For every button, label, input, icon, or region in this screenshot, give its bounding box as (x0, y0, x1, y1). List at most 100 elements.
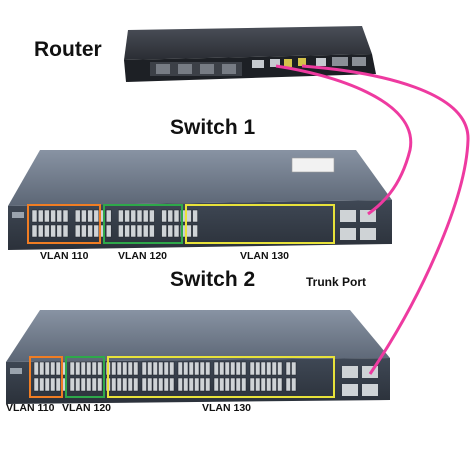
ethernet-port (136, 224, 143, 238)
ethernet-port (86, 361, 92, 376)
ethernet-port (167, 224, 174, 238)
ethernet-port (56, 224, 63, 238)
ethernet-port (235, 361, 241, 376)
ethernet-port (93, 224, 100, 238)
ethernet-port (91, 377, 97, 392)
router-port (252, 60, 264, 68)
ethernet-port (93, 209, 100, 223)
ethernet-port (285, 377, 291, 392)
switch2-logo (10, 368, 22, 374)
ethernet-port (97, 361, 103, 376)
ethernet-port (87, 224, 93, 238)
switch1-vlan110-box (27, 204, 101, 244)
ethernet-port (31, 224, 38, 238)
switch2-vlan110-box (29, 356, 63, 398)
switch1-label: Switch 1 (170, 116, 256, 139)
ethernet-port (44, 209, 50, 223)
switch2-top (6, 310, 390, 362)
ethernet-port (75, 377, 81, 392)
ethernet-port (291, 377, 297, 392)
switch2-uplinks (342, 366, 378, 396)
ethernet-port (188, 377, 194, 392)
ethernet-port (152, 377, 158, 392)
ethernet-port (249, 361, 255, 376)
ethernet-port (55, 361, 61, 376)
switch1-vlan130-box (185, 204, 335, 244)
ethernet-port (266, 361, 272, 376)
switch1-vlan130-label: VLAN 130 (240, 250, 290, 262)
switch2-device (6, 310, 390, 404)
ethernet-port (255, 377, 261, 392)
ethernet-port (177, 361, 183, 376)
ethernet-port (224, 377, 230, 392)
ethernet-port (241, 377, 247, 392)
ethernet-port (130, 209, 137, 223)
ethernet-port (80, 361, 86, 376)
ethernet-port (266, 377, 272, 392)
ethernet-port (158, 377, 164, 392)
ethernet-port (124, 224, 130, 238)
ethernet-port (97, 377, 103, 392)
ethernet-port (37, 224, 44, 238)
ethernet-port (80, 377, 86, 392)
router-label: Router (34, 38, 102, 61)
ethernet-port (39, 361, 45, 376)
ethernet-port (118, 209, 124, 223)
ethernet-port (75, 361, 81, 376)
router-modules (156, 64, 236, 74)
ethernet-port (291, 361, 297, 376)
ethernet-port (111, 361, 117, 376)
ethernet-port (173, 224, 180, 238)
switch1-top (8, 150, 392, 206)
ethernet-port (87, 209, 93, 223)
ethernet-port (249, 377, 255, 392)
ethernet-port (133, 361, 139, 376)
router-port (316, 58, 326, 66)
ethernet-port (33, 361, 39, 376)
ethernet-port (116, 377, 122, 392)
ethernet-port (260, 361, 266, 376)
ethernet-port (169, 361, 175, 376)
ethernet-port (105, 224, 112, 238)
trunk-cable-switch1 (275, 64, 413, 216)
ethernet-port (186, 224, 192, 238)
ethernet-port (205, 361, 211, 376)
ethernet-port (255, 361, 261, 376)
ethernet-port (86, 377, 92, 392)
switch1-logo (12, 212, 24, 218)
ethernet-port (31, 209, 38, 223)
switch1-ports (31, 209, 198, 238)
router-port (284, 59, 292, 67)
switch2-vlan130-label: VLAN 130 (202, 402, 252, 414)
ethernet-port (277, 361, 283, 376)
ethernet-port (149, 209, 155, 223)
switch1-vlan120-label: VLAN 120 (118, 250, 168, 262)
switch2-vlan120-label: VLAN 120 (62, 402, 112, 414)
ethernet-port (194, 361, 200, 376)
ethernet-port (213, 377, 219, 392)
ethernet-port (142, 209, 149, 223)
ethernet-port (69, 361, 75, 376)
ethernet-port (50, 224, 56, 238)
ethernet-port (230, 361, 236, 376)
ethernet-port (127, 361, 133, 376)
ethernet-port (163, 361, 169, 376)
switch1-device (8, 150, 392, 250)
ethernet-port (81, 209, 87, 223)
ethernet-port (147, 361, 153, 376)
router-device (124, 26, 376, 82)
ethernet-port (33, 377, 39, 392)
ethernet-port (118, 224, 124, 238)
ethernet-port (230, 377, 236, 392)
router-port (352, 57, 366, 66)
ethernet-port (192, 209, 198, 223)
ethernet-port (183, 361, 189, 376)
ethernet-port (50, 361, 56, 376)
router-port (298, 58, 306, 66)
ethernet-port (127, 377, 133, 392)
ethernet-port (285, 361, 291, 376)
ethernet-port (213, 361, 219, 376)
ethernet-port (44, 377, 50, 392)
ethernet-port (199, 361, 205, 376)
